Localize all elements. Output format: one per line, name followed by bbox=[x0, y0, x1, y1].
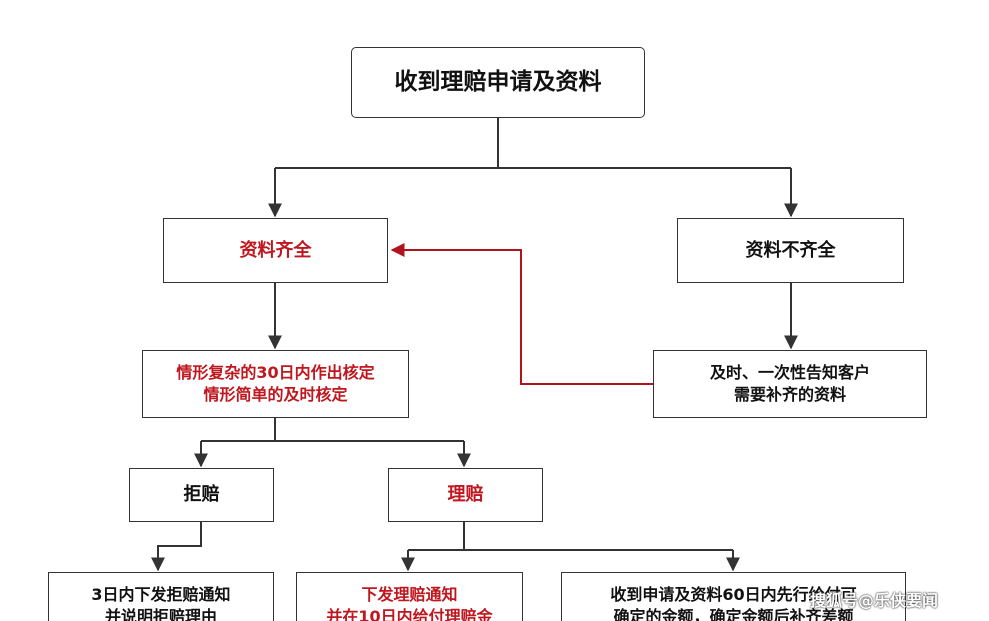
node-reject: 拒赔 bbox=[129, 468, 274, 522]
node-documents-incomplete: 资料不齐全 bbox=[677, 218, 904, 283]
node-notify-line-1: 及时、一次性告知客户 bbox=[709, 362, 870, 382]
node-notify-line-2: 需要补齐的资料 bbox=[733, 385, 846, 404]
node-review-line-2: 情形简单的及时核定 bbox=[203, 385, 348, 404]
watermark-text: 搜狐号@乐侠要闻 bbox=[810, 591, 939, 610]
node-documents-complete: 资料齐全 bbox=[163, 218, 388, 283]
node-documents-complete-label: 资料齐全 bbox=[239, 239, 312, 261]
node-advance-pay-line-2: 确定的金额，确定金额后补齐差额 bbox=[613, 607, 854, 621]
node-pay-notice-line-1: 下发理赔通知 bbox=[361, 584, 458, 604]
node-start-label: 收到理赔申请及资料 bbox=[394, 69, 602, 96]
feedback-arrow-notify-to-complete bbox=[390, 243, 653, 385]
node-reject-notice-line-1: 3日内下发拒赔通知 bbox=[91, 584, 231, 604]
node-advance-pay-line-1: 收到申请及资料60日内先行给付可 bbox=[610, 584, 857, 604]
node-reject-label: 拒赔 bbox=[183, 484, 220, 506]
node-review-line-1: 情形复杂的30日内作出核定 bbox=[176, 362, 375, 382]
node-approve: 理赔 bbox=[388, 468, 543, 522]
node-reject-notice: 3日内下发拒赔通知 并说明拒赔理由 bbox=[48, 572, 274, 621]
watermark: 搜狐号@乐侠要闻 bbox=[810, 587, 938, 611]
node-start: 收到理赔申请及资料 bbox=[351, 47, 645, 118]
node-notify-customer: 及时、一次性告知客户 需要补齐的资料 bbox=[653, 350, 927, 418]
node-pay-notice-line-2: 并在10日内给付理赔金 bbox=[326, 607, 493, 621]
node-pay-notice: 下发理赔通知 并在10日内给付理赔金 bbox=[296, 572, 523, 621]
node-reject-notice-line-2: 并说明拒赔理由 bbox=[104, 607, 217, 621]
node-review: 情形复杂的30日内作出核定 情形简单的及时核定 bbox=[142, 350, 409, 418]
node-advance-pay: 收到申请及资料60日内先行给付可 确定的金额，确定金额后补齐差额 bbox=[561, 572, 906, 621]
node-approve-label: 理赔 bbox=[447, 484, 484, 506]
node-documents-incomplete-label: 资料不齐全 bbox=[745, 239, 836, 261]
arrow-reject-to-notice bbox=[151, 522, 202, 572]
